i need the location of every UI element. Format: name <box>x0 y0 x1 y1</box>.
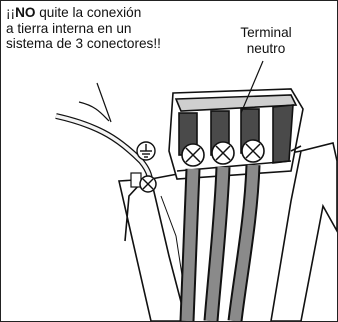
cable-conductors <box>179 164 261 321</box>
warning-line3: sistema de 3 conectores!! <box>6 36 161 51</box>
terminal-screw-right-icon <box>241 139 265 163</box>
neutral-terminal-leader-line <box>240 60 264 114</box>
terminal-screw-middle-icon <box>211 141 235 165</box>
terminal-label-line2: neutro <box>246 40 286 56</box>
terminal-label-line1: Terminal <box>240 25 292 40</box>
warning-line1-bold: NO <box>15 5 36 20</box>
warning-line1-rest: quite la conexión <box>35 5 142 20</box>
terminal-block <box>168 88 304 180</box>
neutral-terminal-label: Terminal neutro <box>216 25 316 56</box>
ground-symbol-icon <box>136 141 156 161</box>
terminal-screw-left-icon <box>181 143 205 167</box>
ground-screw-icon <box>130 172 157 193</box>
ground-warning-text: ¡¡NO quite la conexión a tierra interna … <box>6 5 236 52</box>
warning-line2: a tierra interna en un <box>6 20 132 36</box>
warning-line1-prefix: ¡¡ <box>6 5 16 20</box>
ground-leader-line <box>96 82 112 123</box>
